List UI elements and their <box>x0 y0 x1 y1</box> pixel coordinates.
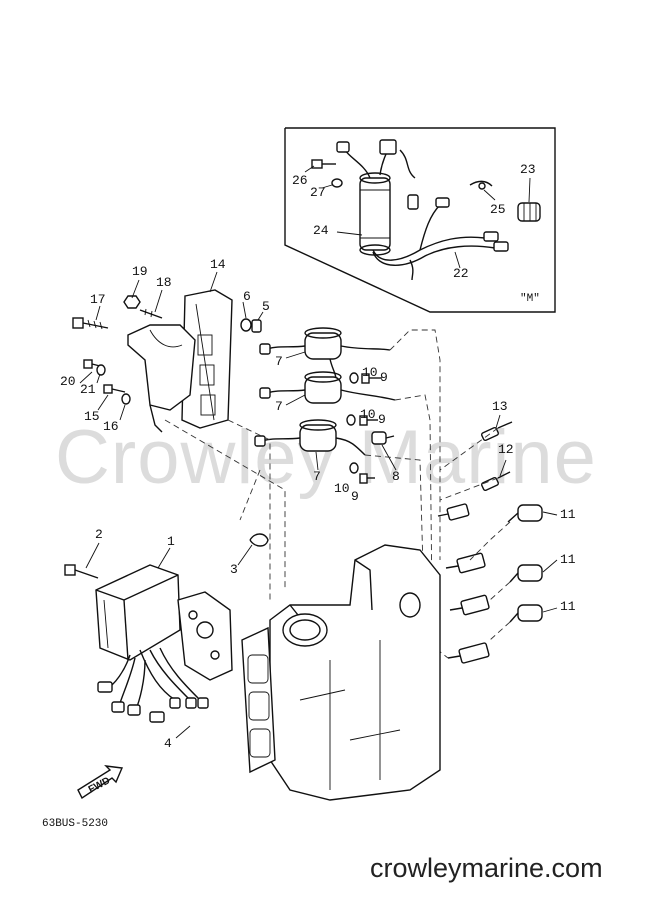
leader-lines <box>79 165 558 739</box>
callout-11-a: 11 <box>560 507 576 522</box>
callout-6: 6 <box>243 289 251 304</box>
callout-10-a: 10 <box>362 365 378 380</box>
collar-5 <box>251 319 262 333</box>
callout-13: 13 <box>492 399 508 414</box>
ignition-coil-24 <box>359 172 391 256</box>
bolt-9-a <box>361 373 382 384</box>
clip-25 <box>469 180 493 190</box>
callout-2: 2 <box>95 527 103 542</box>
clamp-3 <box>249 533 269 547</box>
callout-20: 20 <box>60 374 76 389</box>
ignition-coil-7-c <box>254 419 366 456</box>
callout-25: 25 <box>490 202 506 217</box>
callout-19: 19 <box>132 264 148 279</box>
callout-9-b: 9 <box>378 412 386 427</box>
mount-bracket <box>127 324 196 433</box>
callout-3: 3 <box>230 562 238 577</box>
plug-cap-11-c <box>509 604 543 623</box>
cdi-unit-1 <box>95 564 181 661</box>
spark-plug-d <box>447 642 490 664</box>
callout-23: 23 <box>520 162 536 177</box>
callout-7-c: 7 <box>313 469 321 484</box>
washer-21 <box>96 364 106 376</box>
manifold-plate <box>241 626 276 774</box>
nut-19 <box>123 295 141 309</box>
callout-15: 15 <box>84 409 100 424</box>
stud-18 <box>139 308 163 319</box>
callout-9-a: 9 <box>380 370 388 385</box>
plug-cap-11-a <box>507 504 543 523</box>
inset-tag: "M" <box>520 293 540 305</box>
callout-12: 12 <box>498 442 514 457</box>
ignition-coil-7-a <box>259 327 391 379</box>
callout-10-b: 10 <box>360 407 376 422</box>
callout-17: 17 <box>90 292 106 307</box>
callout-27: 27 <box>310 185 326 200</box>
spark-plug-a <box>437 503 470 521</box>
callout-24: 24 <box>313 223 329 238</box>
terminal-cover-23 <box>517 202 541 222</box>
callout-5: 5 <box>262 299 270 314</box>
washer-10-c <box>349 462 359 474</box>
ignition-coil-7-b <box>259 371 396 404</box>
washer-10-a <box>349 372 359 384</box>
bolt-9-c <box>359 473 375 484</box>
callout-26: 26 <box>292 173 308 188</box>
spark-plug-c <box>449 594 490 616</box>
callout-4: 4 <box>164 736 172 751</box>
bolt-9-b <box>359 415 378 426</box>
bolt-2 <box>64 564 99 579</box>
callout-21: 21 <box>80 382 96 397</box>
callout-18: 18 <box>156 275 172 290</box>
callout-7-b: 7 <box>275 399 283 414</box>
wire-harness-22 <box>336 139 509 281</box>
cdi-harness <box>97 647 209 723</box>
plug-cap-11-b <box>509 564 543 583</box>
spark-plug-b <box>445 552 486 574</box>
callout-22: 22 <box>453 266 469 281</box>
callout-7-a: 7 <box>275 354 283 369</box>
callout-10-c: 10 <box>334 481 350 496</box>
inset-box <box>284 127 556 313</box>
washer-16 <box>121 393 131 405</box>
callout-1: 1 <box>167 534 175 549</box>
washer-27 <box>331 178 343 188</box>
washer-6 <box>240 318 252 332</box>
pulser-bracket <box>177 591 233 681</box>
callout-11-b: 11 <box>560 552 576 567</box>
sensor-12 <box>481 471 511 492</box>
callout-11-c: 11 <box>560 599 576 614</box>
diagram-code: 63BUS-5230 <box>42 818 109 830</box>
washer-10-b <box>346 414 356 426</box>
bolt-17 <box>72 317 109 330</box>
engine-block <box>269 544 441 801</box>
grommet-8 <box>371 431 395 445</box>
footer-url[interactable]: crowleymarine.com <box>370 853 603 883</box>
callout-14: 14 <box>210 257 226 272</box>
bracket-14 <box>181 289 233 429</box>
bolt-26 <box>311 159 336 169</box>
fwd-arrow <box>77 765 124 800</box>
callout-16: 16 <box>103 419 119 434</box>
callout-8: 8 <box>392 469 400 484</box>
callout-9-c: 9 <box>351 489 359 504</box>
bolt-15 <box>103 384 126 394</box>
